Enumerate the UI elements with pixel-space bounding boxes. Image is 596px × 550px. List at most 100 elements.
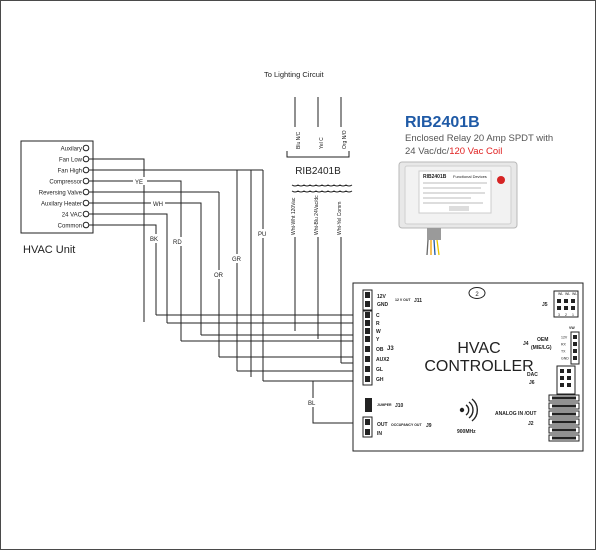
controller-title-line2: CONTROLLER <box>424 358 533 375</box>
terminal-screw-icon <box>82 166 90 174</box>
j2-pin-contact <box>552 412 576 416</box>
j3-pin-label: GL <box>376 367 383 373</box>
j2-pin-contact <box>552 420 576 424</box>
j5-num-1: 1 <box>572 313 574 317</box>
wire-label-rd: RD <box>173 240 182 246</box>
relay-coil-symbol <box>291 184 353 193</box>
relay-contact-bracket <box>286 151 350 158</box>
j3-pin-terminal <box>365 336 370 342</box>
j4-pin-label: 12V <box>561 336 568 340</box>
j3-pin-terminal <box>365 356 370 362</box>
hvac-terminal-label: Auxilary Heater <box>41 202 82 208</box>
j2-name: J2 <box>528 421 534 427</box>
relay-coil-120v: Wht-Wht 120Vac <box>291 197 297 235</box>
j4-pin-terminal <box>573 356 577 360</box>
j9-name: J9 <box>426 423 432 429</box>
relay-terminal-c: Yel C <box>319 137 325 149</box>
hvac-terminal-label: Reversing Valve <box>39 191 83 197</box>
j4-pin-label: GND <box>561 357 569 361</box>
j4-pin-terminal <box>573 349 577 353</box>
photo-brand-label: Functional Devices <box>453 174 487 179</box>
j4-label-mie: (MIE/LG) <box>531 345 552 351</box>
terminal-screw-icon <box>82 221 90 229</box>
led-indicator-icon <box>497 176 505 184</box>
j11-pin-12v: 12V <box>377 294 387 300</box>
wire-label-or: OR <box>214 273 224 279</box>
j4-label-oem: OEM <box>537 337 548 343</box>
j4-connector <box>570 331 580 365</box>
j6-name: J6 <box>529 380 535 386</box>
j9-pin-out: OUT <box>377 422 388 428</box>
wire-auxilary <box>89 158 145 322</box>
j3-pin-terminal <box>365 346 370 352</box>
j5-num-3: 3 <box>558 313 560 317</box>
terminal-screw-icon <box>82 177 90 185</box>
wire-bl <box>312 381 365 424</box>
hvac-controller-box <box>352 282 584 452</box>
hvac-terminal-label: Fan Low <box>59 158 83 164</box>
relay-terminal-nc: Blu N/C <box>296 131 302 149</box>
j2-connector <box>548 394 580 442</box>
wire-label-bk: BK <box>150 237 158 243</box>
j3-pin-label: AUX2 <box>376 357 390 363</box>
j5-pin-1: WL <box>558 292 563 296</box>
wire-label-bl: BL <box>308 401 316 407</box>
j11-name: J11 <box>414 298 422 304</box>
wire-common <box>89 224 157 315</box>
j3-pin-terminal <box>365 376 370 382</box>
j9-label-small: OCCUPANCY OUT <box>391 423 422 427</box>
j4-pin-terminal <box>573 342 577 346</box>
j5-name: J5 <box>542 302 548 308</box>
j3-pin-label: C <box>376 313 380 319</box>
wireless-icon <box>459 398 478 422</box>
j2-pin-contact <box>552 428 576 432</box>
lighting-circuit-label: To Lighting Circuit <box>264 70 325 79</box>
j4-name: J4 <box>523 341 529 347</box>
j3-pin-label: R <box>376 321 380 327</box>
terminal-screw-icon <box>82 210 90 218</box>
product-desc-voltage: 24 Vac/dc/ <box>405 146 450 157</box>
j2-pin-contact <box>552 404 576 408</box>
product-desc-coil: 120 Vac Coil <box>449 146 502 157</box>
j3-pin-terminal <box>365 366 370 372</box>
relay-terminal-no: Org N/O <box>342 130 348 149</box>
wire-label-wh: WH <box>153 202 163 208</box>
j2-label: ANALOG IN /OUT <box>495 411 536 417</box>
wireless-label: 900MHz <box>457 429 476 435</box>
photo-model-label: RIB2401B <box>423 174 447 180</box>
wire-label-ye: YE <box>135 180 143 186</box>
j2-pin-contact <box>552 436 576 440</box>
j3-pin-label: GH <box>376 377 384 383</box>
j5-connector <box>553 290 579 318</box>
product-desc-line1: Enclosed Relay 20 Amp SPDT with <box>405 133 553 144</box>
hvac-terminal-label: Compressor <box>49 180 82 186</box>
j11-connector <box>362 289 373 311</box>
j6-connector <box>556 365 576 395</box>
j11-pin-gnd: GND <box>377 302 389 308</box>
relay-coil-24v: Wht-Blu 24Vac/dc <box>314 195 320 235</box>
wire-aux-heater <box>89 202 202 335</box>
j3-name: J3 <box>387 346 394 352</box>
relay-product-photo: RIB2401B Functional Devices <box>398 161 518 256</box>
relay-coil-comm: Wht-Yel Comm <box>337 202 343 235</box>
controller-title-line1: HVAC <box>457 340 500 357</box>
j10-jumper <box>365 398 372 412</box>
j3-pin-terminal <box>365 320 370 326</box>
terminal-screw-icon <box>82 188 90 196</box>
controller-badge <box>468 287 486 299</box>
j3-pin-label: OB <box>376 347 384 353</box>
j9-connector <box>362 416 373 438</box>
j4-top-label: VW <box>569 326 575 330</box>
hvac-unit-label: HVAC Unit <box>23 244 75 256</box>
hvac-terminal-label: 24 VAC <box>62 213 83 219</box>
relay-label: RIB2401B <box>295 166 341 177</box>
terminal-screw-icon <box>82 199 90 207</box>
wire-fan-high <box>89 169 252 377</box>
j9-pin-in: IN <box>377 431 382 437</box>
j6-label: DAC <box>527 372 538 378</box>
